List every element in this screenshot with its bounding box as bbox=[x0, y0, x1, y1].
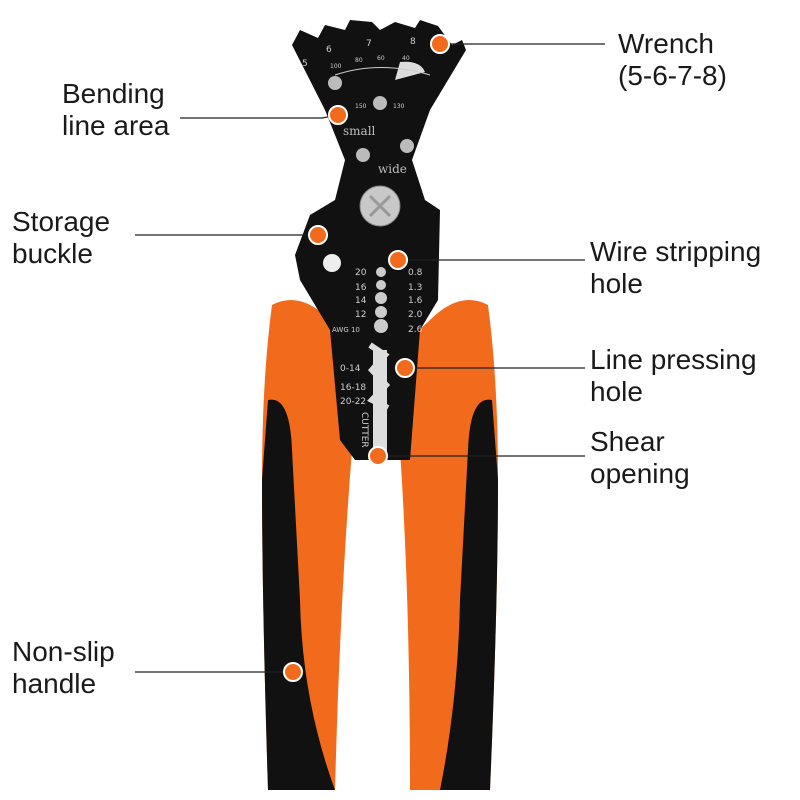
right-handle bbox=[400, 300, 498, 790]
wrench-size: 8 bbox=[410, 37, 416, 47]
tool-head bbox=[292, 20, 466, 460]
callout-dot-shear bbox=[368, 446, 388, 466]
cutter-label: CUTTER bbox=[359, 412, 369, 448]
callout-dot-line-pressing bbox=[395, 358, 415, 378]
svg-text:16-18: 16-18 bbox=[340, 383, 366, 393]
svg-text:0-14: 0-14 bbox=[340, 364, 361, 374]
angle-mark: 40 bbox=[402, 55, 410, 62]
svg-text:14: 14 bbox=[355, 296, 367, 306]
svg-text:AWG 10: AWG 10 bbox=[332, 326, 360, 334]
callout-dot-wrench bbox=[430, 34, 450, 54]
svg-text:16: 16 bbox=[355, 283, 367, 293]
crimp-scale: 0-14 16-18 20-22 bbox=[340, 364, 366, 407]
svg-text:20: 20 bbox=[355, 268, 367, 278]
label-wrench: Wrench(5-6-7-8) bbox=[618, 28, 727, 91]
strip-holes bbox=[374, 267, 388, 333]
svg-text:12: 12 bbox=[355, 310, 366, 320]
angle-mark: 130 bbox=[393, 103, 405, 110]
callout-dot-non-slip bbox=[283, 662, 303, 682]
mm-scale: 0.8 1.3 1.6 2.0 2.6 bbox=[408, 268, 423, 335]
wrench-size: 7 bbox=[366, 39, 372, 49]
crimp-profile bbox=[367, 342, 391, 411]
svg-text:2.0: 2.0 bbox=[408, 310, 423, 320]
svg-text:0.8: 0.8 bbox=[408, 268, 423, 278]
svg-text:20-22: 20-22 bbox=[340, 397, 366, 407]
wide-label: wide bbox=[378, 162, 407, 176]
angle-mark: 150 bbox=[355, 103, 367, 110]
wrench-size: 5 bbox=[302, 59, 308, 69]
callout-dot-storage bbox=[308, 225, 328, 245]
awg-scale: 20 16 14 12 AWG 10 bbox=[332, 268, 367, 334]
callout-dot-wire-stripping bbox=[388, 250, 408, 270]
svg-text:1.6: 1.6 bbox=[408, 296, 423, 306]
angle-mark: 80 bbox=[355, 57, 363, 64]
svg-text:2.6: 2.6 bbox=[408, 325, 423, 335]
angle-mark: 100 bbox=[330, 63, 342, 70]
wrench-size: 6 bbox=[326, 45, 332, 55]
callout-dot-bending bbox=[328, 105, 348, 125]
screws bbox=[323, 76, 414, 272]
small-label: small bbox=[343, 124, 376, 138]
angle-mark: 60 bbox=[377, 55, 385, 62]
svg-text:1.3: 1.3 bbox=[408, 283, 422, 293]
